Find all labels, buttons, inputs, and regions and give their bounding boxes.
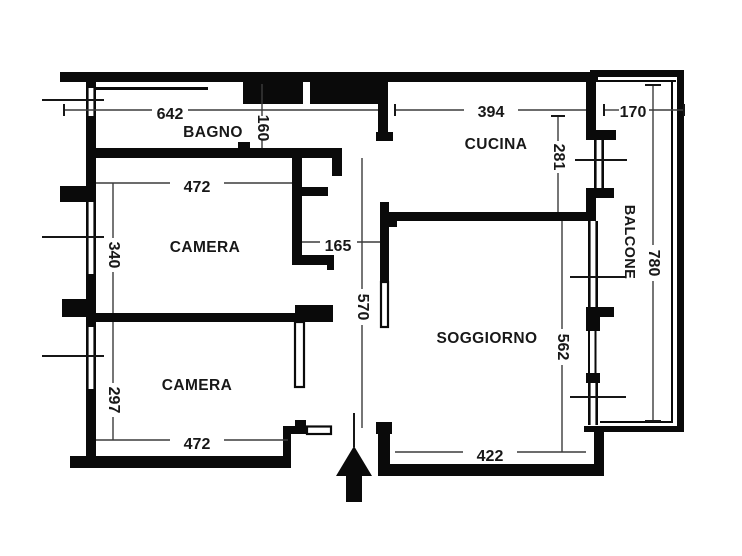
parapet-line [590,70,684,77]
parapet-line [596,80,676,82]
window-line [594,140,597,188]
wall-segment [86,148,342,158]
window-line [601,140,604,188]
room-label-balcone: BALCONE [621,205,637,280]
wall-segment [594,430,604,476]
wall-segment [86,313,297,322]
dim-label-corridoio-width: 165 [325,238,352,255]
dim-label-camera2-width: 472 [184,436,211,453]
wall-pier [60,186,96,202]
room-label-camera1: CAMERA [170,239,240,256]
door-jamb [586,307,614,317]
dim-label-soggiorno-depth: 562 [554,334,571,361]
wall-segment [380,202,389,282]
door-leaf [379,280,390,329]
door-jamb [376,422,392,434]
wall-stub [302,187,328,196]
dim-label-corridoio-length: 570 [354,294,371,321]
window-line [595,383,598,425]
balcony-door-frame [588,331,590,373]
dim-label-bagno-depth: 160 [254,115,271,142]
wall-segment [295,420,306,428]
wall-segment [60,72,598,82]
wall-segment [292,158,302,265]
exterior-walls [60,72,616,476]
window-jamb [586,188,614,198]
window-jamb [586,130,616,140]
door-jamb [332,158,342,176]
parapet-line [600,421,671,423]
wall-stub [327,255,334,270]
door-jamb [586,373,600,383]
wall-pier [62,299,96,317]
window-line [588,383,591,425]
dim-label-balcone-width: 170 [620,104,647,121]
dim-label-bagno-width: 642 [157,106,184,123]
wall-segment [586,198,596,221]
door-jamb [295,305,333,322]
parapet-line [584,426,684,432]
wall-segment [586,82,596,132]
wall-segment [310,82,383,104]
interior-walls [86,82,586,436]
wall-segment [243,82,303,104]
door-jamb [586,315,600,331]
dimension-lines [63,84,685,453]
wall-segment [378,434,390,468]
dim-label-camera2-depth: 297 [105,387,122,414]
wall-segment [388,212,586,221]
parapet-line [677,70,684,432]
door-jamb [388,221,397,227]
wall-segment [86,389,96,468]
entrance-door-leaf [305,425,333,436]
room-label-soggiorno: SOGGIORNO [437,330,538,347]
wall-segment [70,456,290,468]
room-label-camera2: CAMERA [162,377,232,394]
dim-label-soggiorno-width: 422 [477,448,504,465]
dim-label-cucina-depth: 281 [550,144,567,171]
wall-segment [378,464,604,476]
wall-segment [96,87,208,90]
wall-segment [86,82,96,88]
wall-segment [86,274,96,299]
room-label-cucina: CUCINA [465,136,528,153]
window-line [86,88,89,116]
labels: 642 394 170 BAGNO CUCINA 472 CAMERA 165 … [105,104,662,465]
balcony-parapet [584,70,684,432]
room-label-bagno: BAGNO [183,124,243,141]
door-leaf [293,320,306,389]
dim-label-cucina-width: 394 [478,104,505,121]
wall-segment [378,82,388,132]
dim-label-balcone-length: 780 [645,250,662,277]
wall-segment [283,426,291,468]
entrance-arrow [336,446,372,502]
parapet-line [671,80,673,423]
window-line [595,221,598,307]
balcony-door-frame [594,331,597,373]
wall-stub [302,255,333,265]
window-line [86,327,89,389]
door-jamb [376,132,393,141]
windows [42,88,627,447]
window-line [93,88,96,116]
dim-label-camera1-width: 472 [184,179,211,196]
window-line [588,221,591,307]
door-stop [238,142,250,148]
window-line [93,327,96,389]
dim-label-camera1-depth: 340 [105,242,122,269]
